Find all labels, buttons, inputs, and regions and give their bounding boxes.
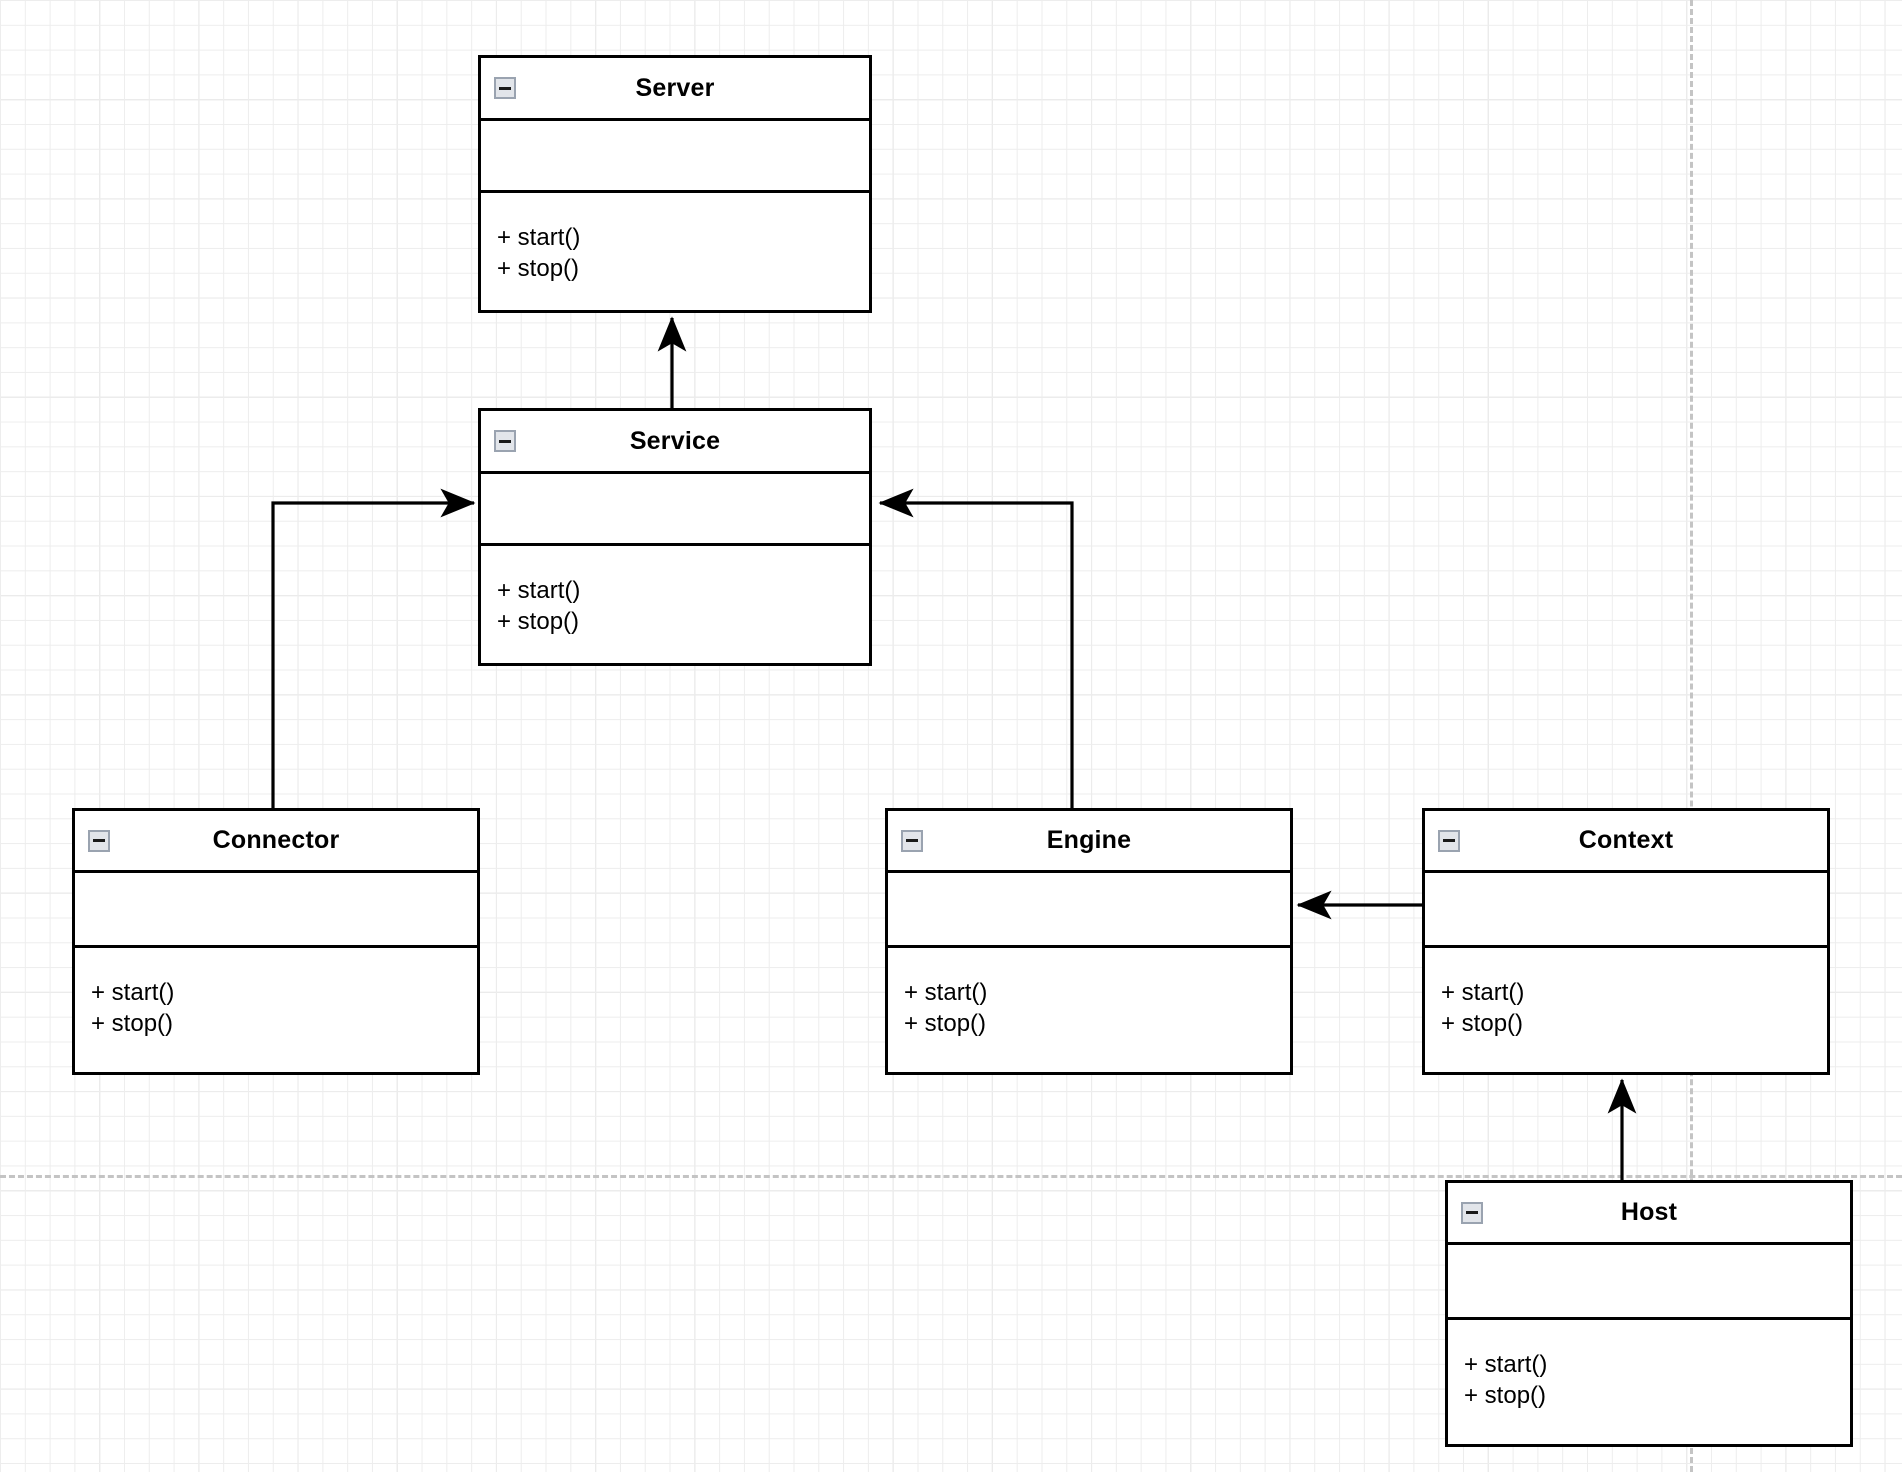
class-operations-context: + start() + stop() [1425, 948, 1827, 1072]
edge-engine-to-service [878, 488, 1074, 808]
class-header-connector: Connector [75, 811, 477, 873]
minus-bar [499, 439, 511, 443]
class-box-host[interactable]: Host + start() + stop() [1445, 1180, 1853, 1447]
class-operations-host: + start() + stop() [1448, 1320, 1850, 1444]
class-box-connector[interactable]: Connector + start() + stop() [72, 808, 480, 1075]
class-attributes-connector [75, 873, 477, 948]
class-header-context: Context [1425, 811, 1827, 873]
operation-line: + start() [904, 979, 988, 1006]
class-header-host: Host [1448, 1183, 1850, 1245]
collapse-minus-icon[interactable] [494, 430, 516, 452]
class-operations-service: + start() + stop() [481, 546, 869, 663]
edge-connector-to-service [271, 488, 476, 808]
minus-bar [93, 839, 105, 842]
class-attributes-host [1448, 1245, 1850, 1320]
class-header-server: Server [481, 58, 869, 121]
minus-bar [906, 839, 918, 842]
operation-line: + stop() [497, 254, 580, 282]
operation-line: + stop() [91, 1009, 174, 1037]
class-name-host: Host [1620, 1198, 1678, 1226]
operation-line: + start() [1464, 1351, 1548, 1378]
class-box-context[interactable]: Context + start() + stop() [1422, 808, 1830, 1075]
collapse-minus-icon[interactable] [901, 829, 923, 852]
vertical-alignment-guide [1690, 0, 1693, 1472]
class-box-engine[interactable]: Engine + start() + stop() [885, 808, 1293, 1075]
operation-line: + stop() [904, 1009, 987, 1037]
class-attributes-service [481, 474, 869, 546]
operation-line: + stop() [1464, 1381, 1547, 1409]
operation-line: + start() [91, 979, 175, 1006]
class-name-server: Server [635, 73, 715, 102]
operation-line: + start() [497, 224, 581, 251]
collapse-minus-icon[interactable] [1438, 829, 1460, 852]
class-name-context: Context [1578, 826, 1674, 854]
minus-bar [499, 86, 511, 90]
class-attributes-engine [888, 873, 1290, 948]
class-operations-server: + start() + stop() [481, 193, 869, 310]
collapse-minus-icon[interactable] [1461, 1201, 1483, 1224]
operation-line: + start() [1441, 979, 1525, 1006]
class-attributes-context [1425, 873, 1827, 948]
collapse-minus-icon[interactable] [88, 829, 110, 852]
class-header-engine: Engine [888, 811, 1290, 873]
class-operations-engine: + start() + stop() [888, 948, 1290, 1072]
collapse-minus-icon[interactable] [494, 77, 516, 99]
operation-line: + start() [497, 577, 581, 604]
class-header-service: Service [481, 411, 869, 474]
class-name-service: Service [629, 426, 721, 455]
operation-line: + stop() [1441, 1009, 1524, 1037]
minus-bar [1443, 839, 1455, 842]
class-operations-connector: + start() + stop() [75, 948, 477, 1072]
class-name-connector: Connector [212, 826, 340, 854]
class-box-server[interactable]: Server + start() + stop() [478, 55, 872, 313]
class-attributes-server [481, 121, 869, 193]
class-name-engine: Engine [1046, 826, 1132, 854]
minus-bar [1466, 1211, 1478, 1214]
class-box-service[interactable]: Service + start() + stop() [478, 408, 872, 666]
operation-line: + stop() [497, 607, 580, 635]
horizontal-alignment-guide [0, 1175, 1902, 1178]
